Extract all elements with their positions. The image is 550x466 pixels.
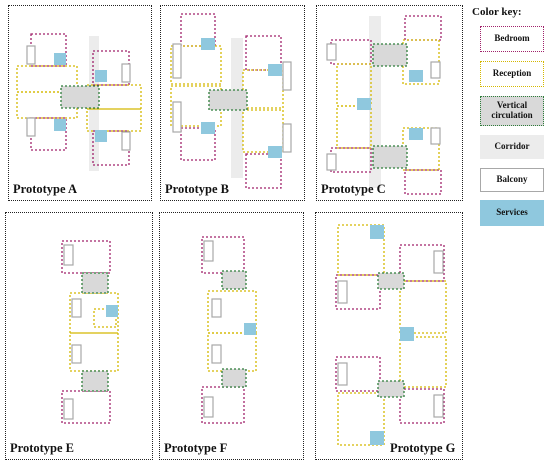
panel-prototype-f: Prototype F: [159, 212, 304, 460]
balcony: [26, 117, 36, 137]
vertical-circulation: [377, 380, 405, 398]
bedroom: [330, 39, 372, 65]
reception: [86, 108, 142, 132]
reception: [337, 392, 385, 446]
services: [370, 225, 384, 239]
balcony: [282, 61, 292, 91]
prototype-f-label: Prototype F: [164, 441, 228, 455]
services: [370, 431, 384, 445]
balcony: [326, 153, 337, 171]
services: [106, 305, 118, 317]
balcony: [282, 123, 292, 153]
legend-balcony: Balcony: [480, 168, 544, 192]
services: [400, 327, 414, 341]
services: [268, 64, 282, 76]
reception: [242, 69, 284, 109]
services: [409, 128, 423, 140]
panel-prototype-c: Prototype C: [316, 5, 463, 201]
reception: [399, 336, 447, 388]
reception: [242, 109, 284, 153]
services: [54, 53, 66, 65]
vertical-circulation: [81, 370, 109, 392]
prototype-e-label: Prototype E: [10, 441, 74, 455]
vertical-circulation: [221, 270, 247, 290]
legend-bedroom: Bedroom: [480, 26, 544, 52]
services: [201, 122, 215, 134]
balcony: [71, 298, 82, 318]
vertical-circulation: [208, 89, 248, 111]
reception: [170, 45, 222, 85]
balcony: [211, 298, 222, 318]
legend-corridor: Corridor: [480, 135, 544, 159]
plan-prototype-c: [326, 15, 442, 195]
plan-prototype-a: [16, 33, 142, 171]
balcony: [121, 131, 131, 151]
balcony: [430, 61, 441, 79]
bedroom: [330, 147, 372, 173]
bedroom: [180, 13, 216, 47]
prototype-b-label: Prototype B: [165, 182, 229, 196]
prototype-a-label: Prototype A: [13, 182, 77, 196]
color-key: Color key: Bedroom Reception Vertical ci…: [470, 4, 548, 240]
services: [409, 70, 423, 82]
bedroom: [404, 169, 442, 195]
prototype-c-label: Prototype C: [321, 182, 386, 196]
plan-prototype-b: [170, 13, 292, 189]
bedroom: [180, 127, 216, 161]
bedroom: [399, 388, 445, 424]
balcony: [63, 244, 74, 266]
balcony: [172, 101, 182, 133]
services: [95, 70, 107, 82]
balcony: [433, 250, 444, 274]
services: [201, 38, 215, 50]
balcony: [71, 344, 82, 364]
balcony: [172, 43, 182, 79]
services: [268, 146, 282, 158]
balcony: [63, 398, 74, 420]
balcony: [211, 344, 222, 364]
bedroom: [404, 15, 442, 41]
panel-prototype-e: Prototype E: [5, 212, 153, 460]
legend-title: Color key:: [472, 6, 522, 18]
bedroom: [245, 153, 282, 189]
balcony: [337, 280, 348, 304]
panel-prototype-a: Prototype A: [8, 5, 152, 201]
plan-prototype-g: [335, 224, 447, 446]
plan-prototype-f: [201, 236, 257, 424]
panel-prototype-b: Prototype B: [160, 5, 305, 201]
balcony: [326, 43, 337, 61]
vertical-circulation: [221, 368, 247, 388]
balcony: [430, 127, 441, 145]
bedroom: [335, 274, 381, 310]
plan-prototype-e: [61, 240, 119, 424]
bedroom: [399, 244, 445, 282]
legend-vertical-circulation: Vertical circulation: [480, 96, 544, 126]
balcony: [26, 45, 36, 65]
bedroom: [201, 236, 245, 274]
services: [54, 119, 66, 131]
legend-services: Services: [480, 200, 544, 226]
vertical-circulation: [60, 85, 100, 109]
balcony: [203, 240, 214, 262]
balcony: [433, 394, 444, 418]
vertical-circulation: [81, 272, 109, 294]
services: [95, 130, 107, 142]
vertical-circulation: [372, 43, 408, 67]
legend-reception: Reception: [480, 61, 544, 87]
vertical-circulation: [372, 145, 408, 169]
vertical-circulation: [377, 272, 405, 290]
bedroom: [245, 35, 282, 71]
reception: [336, 105, 372, 149]
balcony: [337, 362, 348, 386]
balcony: [121, 63, 131, 83]
balcony: [203, 396, 214, 418]
reception: [399, 280, 447, 334]
services: [244, 323, 256, 335]
services: [357, 98, 371, 110]
panel-prototype-g: Prototype G: [315, 212, 463, 460]
prototype-g-label: Prototype G: [390, 441, 456, 455]
bedroom: [335, 356, 381, 392]
